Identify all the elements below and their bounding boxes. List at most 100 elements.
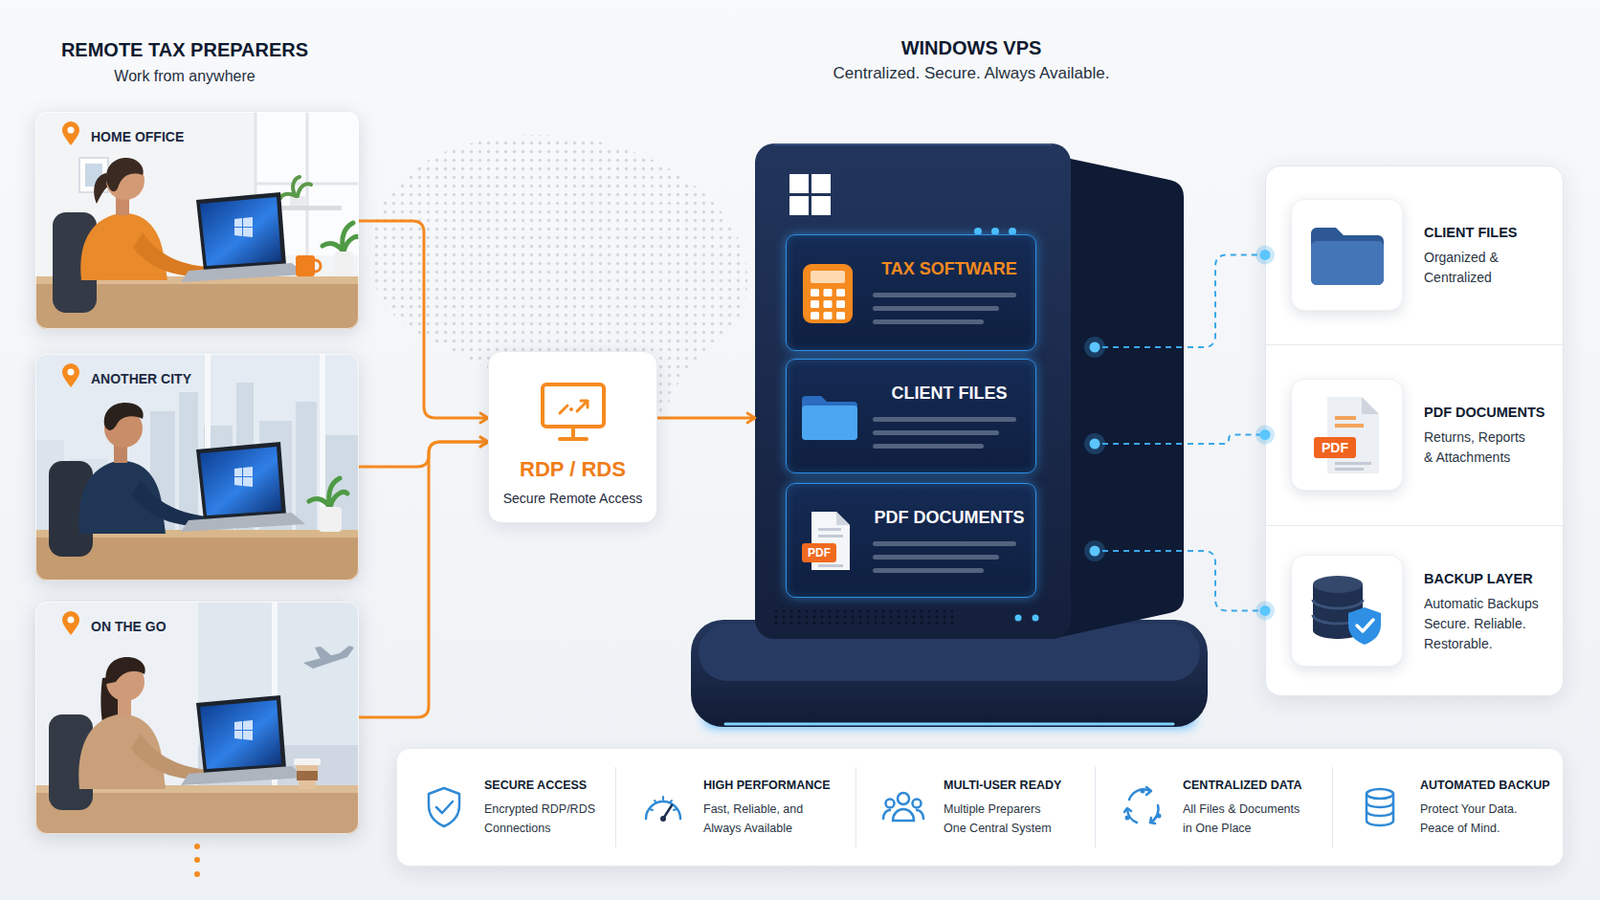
divider — [1266, 344, 1563, 346]
row-node: BACKUP LAYER Automatic Backups Secure. Re… — [1265, 525, 1564, 697]
placeholder-line — [872, 568, 984, 574]
row-title: BACKUP LAYER — [1423, 568, 1544, 588]
pdf-icon: PDF — [801, 511, 854, 573]
rdp-node: RDP / RDS Secure Remote Access — [488, 351, 658, 524]
row-text: PDF DOCUMENTS Returns, Reports & Attachme… — [1423, 402, 1545, 468]
placeholder-line — [872, 444, 984, 449]
feat-title: AUTOMATED BACKUP — [1420, 777, 1551, 794]
airport-illustration — [35, 601, 359, 835]
placeholder-line — [872, 541, 1017, 547]
connector — [1187, 435, 1266, 445]
card-label: HOME OFFICE — [90, 128, 184, 146]
divider — [615, 767, 617, 848]
pdf-icon-box: PDF — [1290, 378, 1403, 491]
folder-icon — [800, 392, 860, 443]
gauge-icon — [640, 784, 687, 831]
feat-title: CENTRALIZED DATA — [1182, 777, 1306, 794]
feature-text: CENTRALIZED DATA All Files & Documents in… — [1182, 777, 1306, 839]
row-body: Automatic Backups Secure. Reliable. Rest… — [1423, 593, 1544, 654]
feat-title: MULTI-USER READY — [943, 777, 1067, 794]
placeholder-line — [872, 555, 1000, 560]
home-office-illustration — [35, 111, 359, 330]
placeholder-line — [872, 292, 1017, 298]
connector — [358, 442, 489, 467]
feat-node: CENTRALIZED DATA All Files & Documents in… — [1094, 748, 1333, 867]
connector — [1187, 255, 1266, 349]
row-title: PDF DOCUMENTS — [1423, 402, 1545, 423]
calculator-icon — [801, 263, 854, 325]
connector — [358, 442, 489, 718]
panel-title: CLIENT FILES — [872, 382, 1026, 404]
feat-body: Protect Your Data. Peace of Mind. — [1420, 800, 1543, 839]
database-shield-icon — [1307, 571, 1388, 652]
sync-icon — [1119, 784, 1166, 831]
remote-monitor-icon — [538, 380, 608, 445]
row-text: CLIENT FILESOrganized & Centralized — [1423, 222, 1544, 289]
server-node: WINDOWS VPSCentralized. Secure. Always A… — [755, 34, 1188, 640]
feat-body: Fast, Reliable, and Always Available — [703, 800, 826, 839]
database-icon — [1356, 784, 1403, 831]
connector-dot — [1260, 605, 1271, 617]
lab-head: REMOTE TAX PREPARERS — [41, 36, 329, 64]
shield-icon — [421, 784, 467, 831]
pdf-icon — [1313, 395, 1381, 476]
feat-title: SECURE ACCESS — [484, 777, 607, 794]
feature-text: MULTI-USER READY Multiple Preparers One C… — [943, 777, 1067, 839]
sync-icon — [1119, 784, 1166, 831]
divider — [1332, 767, 1334, 848]
placeholder-line — [872, 306, 1000, 312]
rdp-sub: Secure Remote Access — [503, 489, 644, 508]
feat-node: MULTI-USER READY Multiple Preparers One C… — [855, 748, 1095, 867]
feat-node: SECURE ACCESSEncrypted RDP/RDS Connectio… — [396, 748, 616, 867]
feat-title: HIGH PERFORMANCE — [703, 777, 831, 794]
divider — [1094, 767, 1096, 848]
connector-dot — [1260, 249, 1271, 261]
folder-icon-box — [1290, 199, 1403, 312]
panel-title: PDF DOCUMENTS — [872, 507, 1026, 529]
pdf-icon — [801, 511, 854, 573]
gauge-icon — [640, 784, 687, 831]
divider — [855, 767, 857, 848]
connector-dot-halo — [1255, 601, 1275, 622]
remote-monitor-icon — [538, 380, 608, 445]
city-office-illustration — [35, 354, 359, 581]
card-node: ANOTHER CITY — [35, 354, 359, 581]
users-icon — [880, 784, 927, 831]
panel-node: PDF PDF DOCUMENTS — [785, 483, 1037, 599]
connector-dot-halo — [1255, 245, 1275, 266]
connector — [1187, 551, 1266, 612]
more-dots — [187, 838, 207, 885]
users-icon — [880, 784, 927, 831]
hero-sub: Centralized. Secure. Always Available. — [755, 64, 1188, 84]
card-label: ANOTHER CITY — [90, 370, 192, 388]
feat-body: All Files & Documents in One Place — [1182, 800, 1306, 839]
row-body: Organized & Centralized — [1423, 247, 1544, 289]
folder-icon — [800, 392, 860, 443]
database-icon — [1356, 784, 1403, 831]
feat-body: Multiple Preparers One Central System — [943, 800, 1067, 839]
shield-icon — [421, 784, 467, 831]
card-node: HOME OFFICE — [35, 111, 359, 330]
feature-text: AUTOMATED BACKUP Protect Your Data. Peace… — [1420, 777, 1551, 839]
hero-title: WINDOWS VPS — [755, 34, 1188, 62]
placeholder-line — [872, 430, 1000, 436]
connector-dot-halo — [1255, 425, 1275, 445]
lab-sub: Work from anywhere — [41, 66, 329, 87]
feature-text: HIGH PERFORMANCE Fast, Reliable, and Alwa… — [703, 777, 831, 839]
feature-text: SECURE ACCESSEncrypted RDP/RDS Connectio… — [484, 777, 607, 839]
connector — [657, 417, 756, 421]
placeholder-line — [872, 319, 984, 325]
calculator-icon — [801, 263, 854, 325]
feat-node: AUTOMATED BACKUP Protect Your Data. Peace… — [1332, 748, 1564, 867]
card-label: ON THE GO — [90, 618, 167, 636]
feat-node: HIGH PERFORMANCE Fast, Reliable, and Alwa… — [615, 748, 856, 867]
panel-node: TAX SOFTWARE — [785, 234, 1037, 352]
row-text: BACKUP LAYER Automatic Backups Secure. Re… — [1423, 568, 1544, 654]
panel-title: TAX SOFTWARE — [872, 258, 1026, 280]
connector-dot — [1260, 429, 1271, 441]
rdp-title: RDP / RDS — [519, 457, 626, 483]
panel-node: CLIENT FILES — [785, 358, 1037, 474]
row-body: Returns, Reports & Attachments — [1423, 427, 1532, 468]
lab-pdf: PDF — [1313, 437, 1356, 459]
